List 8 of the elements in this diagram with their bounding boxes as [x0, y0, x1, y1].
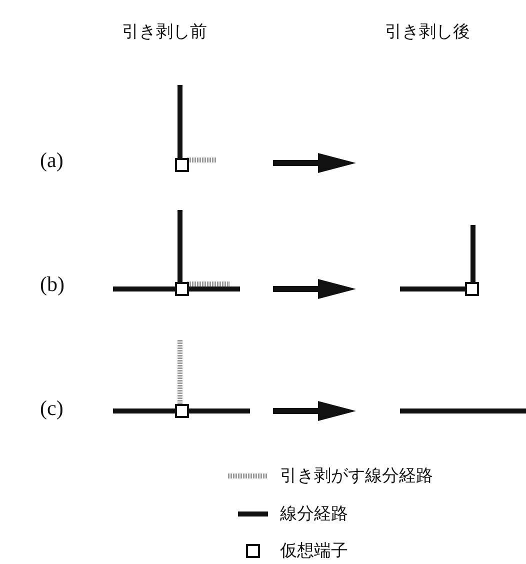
- legend-label: 仮想端子: [280, 540, 348, 562]
- column-heading: 引き剥し後: [385, 21, 470, 43]
- legend-label: 引き剥がす線分経路: [280, 465, 433, 487]
- row-label: (b): [40, 272, 64, 297]
- row-label: (a): [40, 148, 64, 173]
- legend-label: 線分経路: [280, 503, 348, 525]
- row-label: (c): [40, 396, 64, 421]
- column-heading: 引き剥し前: [122, 21, 207, 43]
